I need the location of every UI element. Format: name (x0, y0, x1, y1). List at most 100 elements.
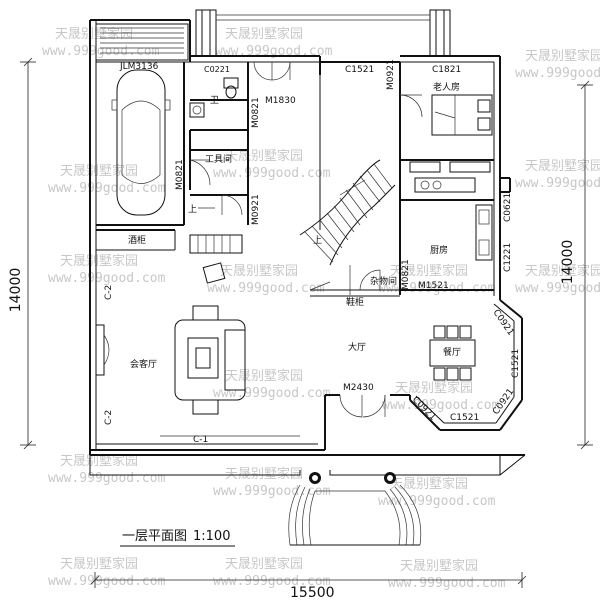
watermark-url: www.999good.com (515, 176, 600, 191)
label-m0921-a: M0921 (251, 194, 261, 225)
label-m0821-left: M0821 (175, 159, 185, 190)
watermark-name: 天晟别墅家园 (60, 556, 138, 572)
side-counter-icon (475, 204, 493, 261)
label-c1521-right: C1521 (511, 349, 521, 378)
label-m1521: M1521 (418, 281, 449, 291)
watermark-layer: 天晟别墅家园 www.999good.com 天晟别墅家园 www.999goo… (42, 26, 600, 591)
label-m2430: M2430 (343, 383, 374, 393)
wardrobe-icon (449, 161, 491, 173)
watermark-name: 天晟别墅家园 (390, 263, 468, 279)
watermark-url: www.999good.com (48, 271, 166, 286)
label-m0921-b: M0921 (386, 59, 396, 90)
tv-stand-icon (202, 262, 226, 284)
watermark-name: 天晟别墅家园 (220, 263, 298, 279)
label-c1821: C1821 (432, 65, 461, 75)
watermark-url: www.999good.com (48, 574, 166, 589)
watermark-name: 天晟别墅家园 (525, 158, 600, 174)
room-kitchen: 厨房 (430, 244, 448, 256)
car-icon (111, 69, 171, 216)
old-room (399, 62, 494, 200)
room-wine-cabinet: 酒柜 (128, 234, 146, 246)
dimension-height-right: 14000 (560, 240, 576, 285)
bed-icon (431, 94, 493, 136)
watermark-name: 天晟别墅家园 (525, 48, 600, 64)
wine-cabinet-zone (96, 229, 243, 254)
watermark-url: www.999good.com (213, 386, 331, 401)
watermark-name: 天晟别墅家园 (390, 476, 468, 492)
title-name: 一层平面图 (122, 529, 187, 544)
dining-table-icon (429, 325, 476, 381)
title-scale: 1:100 (193, 529, 230, 544)
living-room (95, 262, 246, 415)
room-storage: 杂物间 (370, 275, 397, 287)
toilet-icon (223, 77, 239, 99)
label-c2-top: C-2 (104, 285, 114, 300)
watermark-url: www.999good.com (48, 471, 166, 486)
toilet-room (189, 62, 249, 150)
watermark-url: www.999good.com (378, 281, 496, 296)
label-m1830: M1830 (265, 96, 296, 106)
watermark-url: www.999good.com (213, 166, 331, 181)
watermark-name: 天晟别墅家园 (225, 148, 303, 164)
watermark-url: www.999good.com (42, 44, 160, 59)
drawing-title: 一层平面图 1:100 (120, 529, 235, 547)
kitchen-counter-icon (414, 177, 476, 193)
sink-icon (189, 102, 205, 118)
watermark-url: www.999good.com (388, 576, 506, 591)
dresser-icon (409, 161, 441, 173)
label-up-stair: 上 (313, 235, 322, 246)
room-tool: 工具间 (205, 153, 232, 165)
room-shoe-cabinet: 鞋柜 (346, 296, 364, 308)
label-c0921-right: C0921 (491, 308, 516, 338)
label-c1521-top: C1521 (345, 65, 374, 75)
label-m0821-top: M0821 (251, 97, 261, 128)
watermark-name: 天晟别墅家园 (225, 556, 303, 572)
dining-room (429, 325, 476, 381)
watermark-url: www.999good.com (48, 181, 166, 196)
garage-ramp (95, 23, 189, 61)
watermark-name: 天晟别墅家园 (225, 368, 303, 384)
watermark-url: www.999good.com (382, 398, 500, 413)
watermark-name: 天晟别墅家园 (55, 26, 133, 42)
label-c1521-bottom: C1521 (450, 413, 479, 423)
label-m0821-storage: M0821 (401, 259, 411, 290)
label-up-left: 上 (188, 204, 197, 215)
outer-walls (89, 19, 525, 456)
label-c2-bottom: C-2 (104, 410, 114, 425)
label-jlm3136: JLM3136 (119, 62, 159, 72)
room-toilet: 卫 (210, 96, 219, 106)
room-hall: 大厅 (348, 341, 366, 353)
watermark-name: 天晟别墅家园 (60, 453, 138, 469)
staircase (299, 75, 396, 295)
room-old: 老人房 (433, 81, 460, 93)
storage-room (309, 245, 401, 297)
garage (96, 62, 185, 226)
room-dining: 餐厅 (443, 346, 461, 358)
door-m2430 (339, 394, 386, 418)
rear-steps (195, 9, 451, 57)
watermark-url: www.999good.com (207, 281, 325, 296)
watermark-url: www.999good.com (515, 281, 600, 296)
door-m1830 (253, 61, 291, 81)
label-c0221: C0221 (204, 65, 230, 74)
dimension-height-left: 14000 (8, 268, 24, 313)
watermark-name: 天晟别墅家园 (225, 466, 303, 482)
watermark-name: 天晟别墅家园 (400, 558, 478, 574)
watermark-name: 天晟别墅家园 (395, 380, 473, 396)
porch (89, 454, 526, 546)
watermark-url: www.999good.com (515, 66, 600, 81)
watermark-name: 天晟别墅家园 (525, 263, 600, 279)
watermark-name: 天晟别墅家园 (60, 253, 138, 269)
label-c1: C-1 (193, 435, 208, 445)
room-living: 会客厅 (130, 358, 157, 370)
watermark-url: www.999good.com (213, 574, 331, 589)
sofa-set-icon (174, 305, 246, 415)
label-c1221: C1221 (503, 243, 513, 272)
watermark-name: 天晟别墅家园 (60, 163, 138, 179)
tool-room (189, 130, 249, 225)
dimension-lines (20, 57, 593, 588)
watermark-name: 天晟别墅家园 (225, 26, 303, 42)
label-c0621: C0621 (503, 193, 513, 222)
dimension-width: 15500 (290, 585, 335, 600)
